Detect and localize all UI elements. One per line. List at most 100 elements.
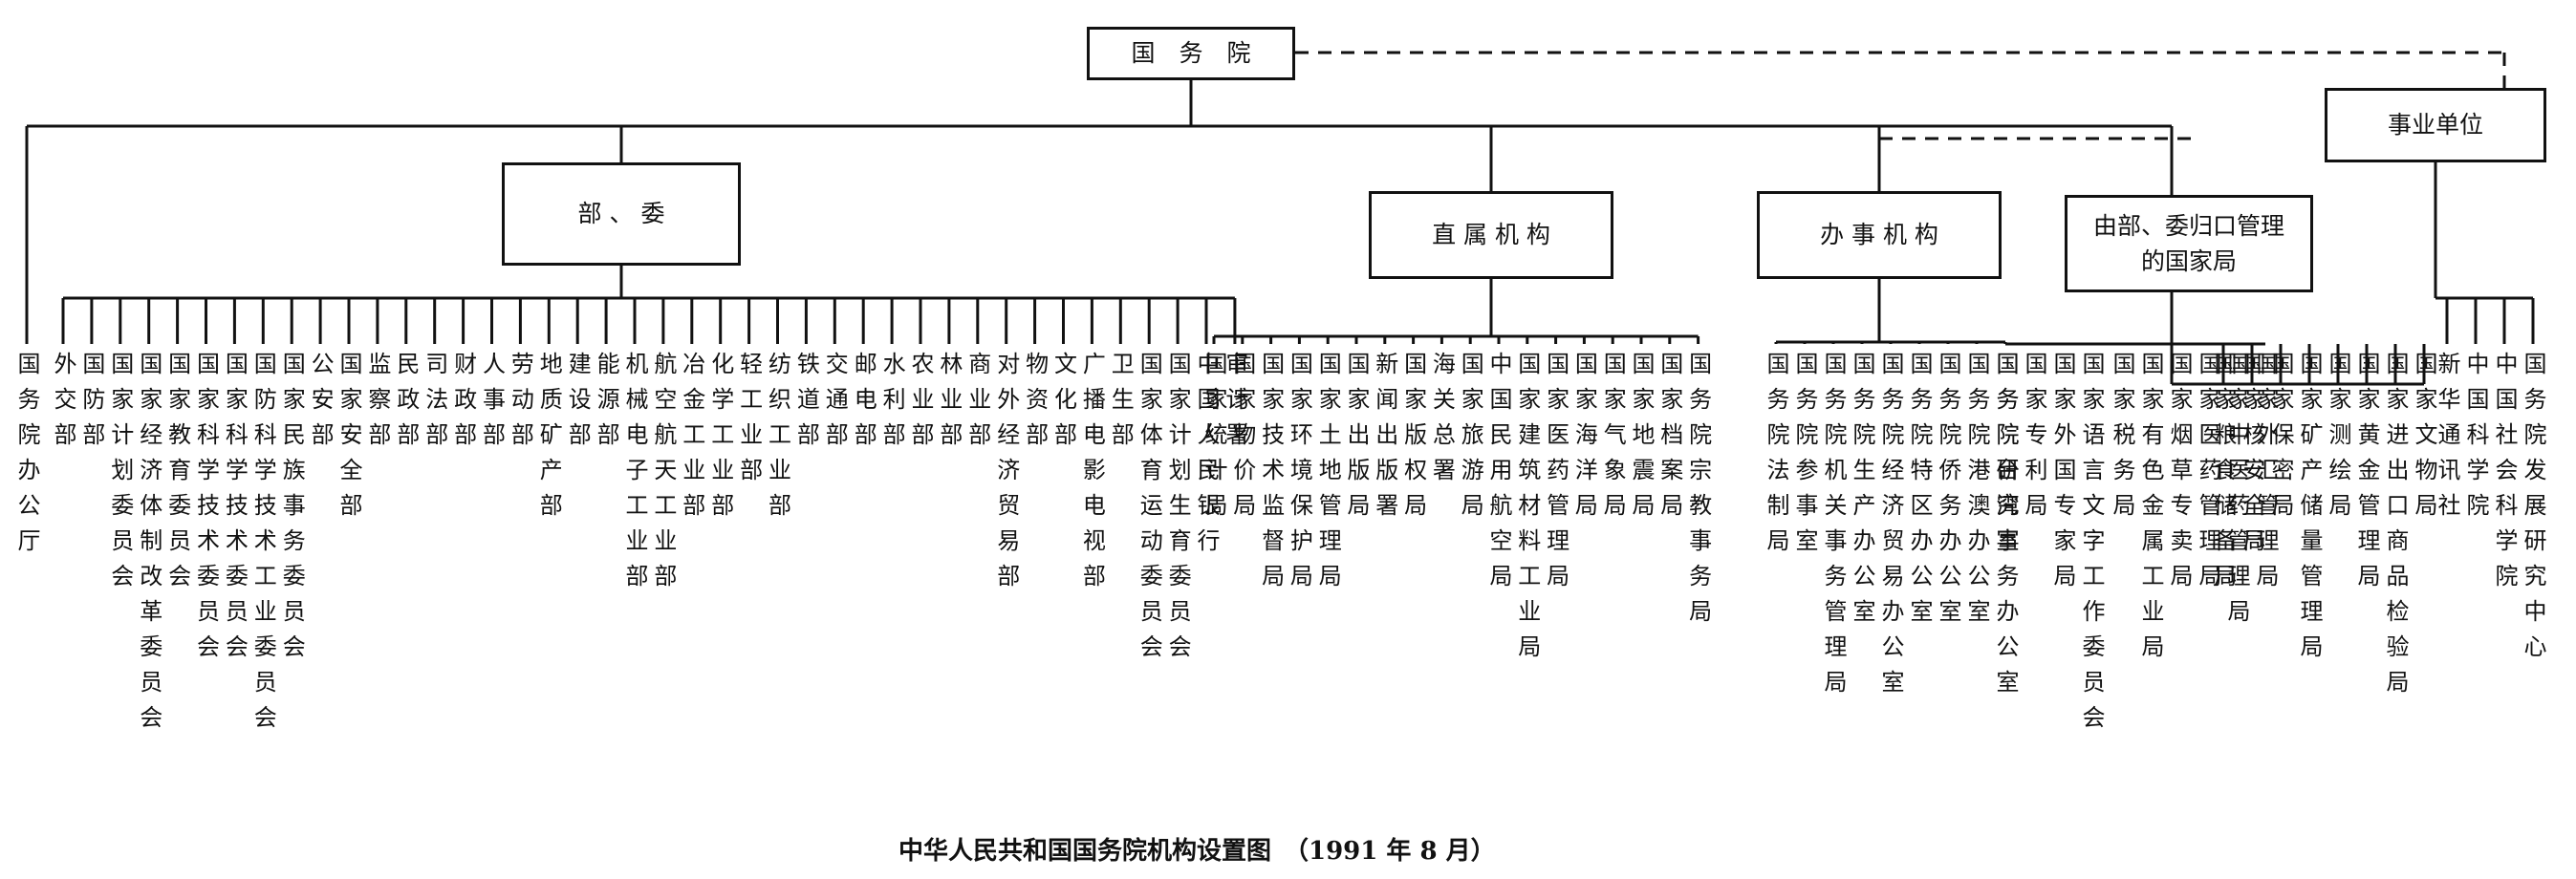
- organ-label: 地质矿产部: [535, 352, 563, 528]
- organ-label: 轻工业部: [735, 352, 763, 493]
- organ-label: 国家粮食储备局: [2210, 352, 2237, 599]
- organ-label: 邮电部: [850, 352, 877, 458]
- organ-label: 国防部: [77, 352, 105, 458]
- organ-label: 国家中医药管理局: [2223, 352, 2250, 634]
- organ-label: 国务院研究室: [1992, 352, 2019, 564]
- organ-label: 国家计划委员会: [106, 352, 134, 599]
- organ-label: 国务院特区办公室: [1906, 352, 1933, 634]
- organ-label: 国家旅游局: [1457, 352, 1484, 528]
- organ-label: 国家版权局: [1399, 352, 1427, 528]
- organ-label: 商业部: [963, 352, 991, 458]
- state-council-box: 国 务 院: [1087, 27, 1295, 80]
- organ-label: 国家民族事务委员会: [278, 352, 306, 670]
- organ-label: 国务院发展研究中心: [2520, 352, 2546, 670]
- organ-label: 海关总署: [1428, 352, 1456, 493]
- organ-label: 国务院宗教事务局: [1684, 352, 1712, 634]
- organ-label: 国务院港澳办公室: [1963, 352, 1990, 634]
- organ-label: 国家档案局: [1656, 352, 1683, 528]
- chart-caption: 中华人民共和国国务院机构设置图 （1991 年 8 月）: [898, 837, 1496, 866]
- organ-label: 国家保密局: [2267, 352, 2294, 528]
- organ-label: 国务院办公厅: [13, 352, 40, 564]
- organ-label: 国家计划生育委员会: [1164, 352, 1192, 670]
- organ-label: 国家教育委员会: [163, 352, 191, 599]
- organ-label: 人事部: [478, 352, 506, 458]
- organ-label: 国务院机关事务管理局: [1820, 352, 1847, 705]
- organ-label: 中国人民银行: [1193, 352, 1220, 564]
- organ-label: 国家文物局: [2411, 352, 2437, 528]
- organ-label: 国务院参事室: [1791, 352, 1818, 564]
- organ-label: 国家进出口商品检验局: [2382, 352, 2409, 705]
- organ-label: 审计署: [1221, 352, 1248, 458]
- organ-label: 新闻出版署: [1371, 352, 1398, 528]
- organ-label: 国家专利局: [2021, 352, 2047, 528]
- group-box-direct-agencies: 直 属 机 构: [1369, 191, 1613, 279]
- organ-label: 中国社会科学院: [2491, 352, 2518, 599]
- organ-label: 国家医药管理局: [1542, 352, 1569, 599]
- organ-label: 国务院经济贸易办公室: [1877, 352, 1904, 705]
- organ-label: 国家体育运动委员会: [1136, 352, 1163, 670]
- group-label-direct-agencies: 直 属 机 构: [1432, 221, 1550, 249]
- organ-label: 国家语言文字工作委员会: [2078, 352, 2105, 740]
- organ-label: 监察部: [363, 352, 391, 458]
- organ-label: 国家环境保护局: [1286, 352, 1313, 599]
- organ-label: 国家物价局: [1228, 352, 1256, 528]
- organ-label: 国家外国专家局: [2049, 352, 2076, 599]
- organ-label: 国家科学技术委员会: [192, 352, 220, 670]
- organ-label: 国务院生产办公室: [1849, 352, 1875, 634]
- organ-label: 国务院侨务办公室: [1935, 352, 1961, 634]
- organ-label: 能源部: [593, 352, 620, 458]
- organ-label: 国务院法制局: [1763, 352, 1789, 564]
- organ-label: 冶金工业部: [678, 352, 705, 528]
- organ-label: 林业部: [935, 352, 963, 458]
- group-label-offices: 办 事 机 构: [1820, 221, 1938, 249]
- organ-label: 中国民用航空局: [1485, 352, 1512, 599]
- group-label-ministries: 部 、 委: [577, 200, 665, 228]
- organ-label: 新华通讯社: [2434, 352, 2460, 528]
- organ-label: 铁道部: [792, 352, 820, 458]
- organ-label: 司法部: [421, 352, 448, 458]
- organ-label: 国防科学技术工业委员会: [249, 352, 277, 740]
- organ-label: 中国科学院: [2462, 352, 2489, 528]
- organ-label: 卫生部: [1107, 352, 1135, 458]
- organ-label: 国家技术监督局: [1257, 352, 1285, 599]
- organ-label: 国家出版局: [1343, 352, 1370, 528]
- organ-label: 国家海洋局: [1570, 352, 1598, 528]
- state-council-label: 国 务 院: [1131, 39, 1251, 68]
- organ-label: 外交部: [50, 352, 76, 458]
- group-box-institutions: 事业单位: [2325, 88, 2546, 162]
- organ-label: 国家气象局: [1599, 352, 1627, 528]
- organ-label: 国家建筑材料工业局: [1513, 352, 1541, 670]
- organ-label: 交通部: [821, 352, 849, 458]
- group-label-national-bureaus: 由部、委归口管理 的国家局: [2092, 211, 2284, 276]
- organ-label: 国家科学技术委员会: [221, 352, 249, 670]
- organ-label: 机械电子工业部: [621, 352, 648, 599]
- group-label-institutions: 事业单位: [2387, 111, 2483, 139]
- organ-label: 纺织工业部: [764, 352, 791, 528]
- organ-label: 化学工业部: [706, 352, 734, 528]
- organ-label: 国家税务局: [2109, 352, 2135, 528]
- organ-label: 国家矿产储量管理局: [2296, 352, 2323, 670]
- organ-label: 国家外汇管理局: [2252, 352, 2279, 599]
- organ-label: 国家烟草专卖局: [2166, 352, 2193, 599]
- organ-label: 国家核安全局: [2239, 352, 2265, 564]
- group-box-ministries: 部 、 委: [502, 162, 741, 266]
- organ-label: 水利部: [878, 352, 906, 458]
- organ-label: 广播电影电视部: [1078, 352, 1106, 599]
- organ-label: 国家有色金属工业局: [2137, 352, 2164, 670]
- organ-label: 文化部: [1050, 352, 1077, 458]
- group-box-national-bureaus: 由部、委归口管理 的国家局: [2065, 195, 2313, 292]
- organ-label: 物资部: [1021, 352, 1049, 458]
- organ-label: 国家测绘局: [2325, 352, 2351, 528]
- organ-label: 农业部: [907, 352, 934, 458]
- organ-label: 国家医药管理局: [2195, 352, 2221, 599]
- organ-label: 国家统计局: [1201, 352, 1227, 528]
- organ-label: 劳动部: [507, 352, 534, 458]
- organ-label: 建设部: [564, 352, 592, 458]
- organ-label: 公安部: [307, 352, 335, 458]
- organ-label: 国家地震局: [1628, 352, 1655, 528]
- organ-label: 国家经济体制改革委员会: [135, 352, 162, 740]
- organ-label: 对外经济贸易部: [992, 352, 1020, 599]
- organ-label: 国家黄金管理局: [2353, 352, 2380, 599]
